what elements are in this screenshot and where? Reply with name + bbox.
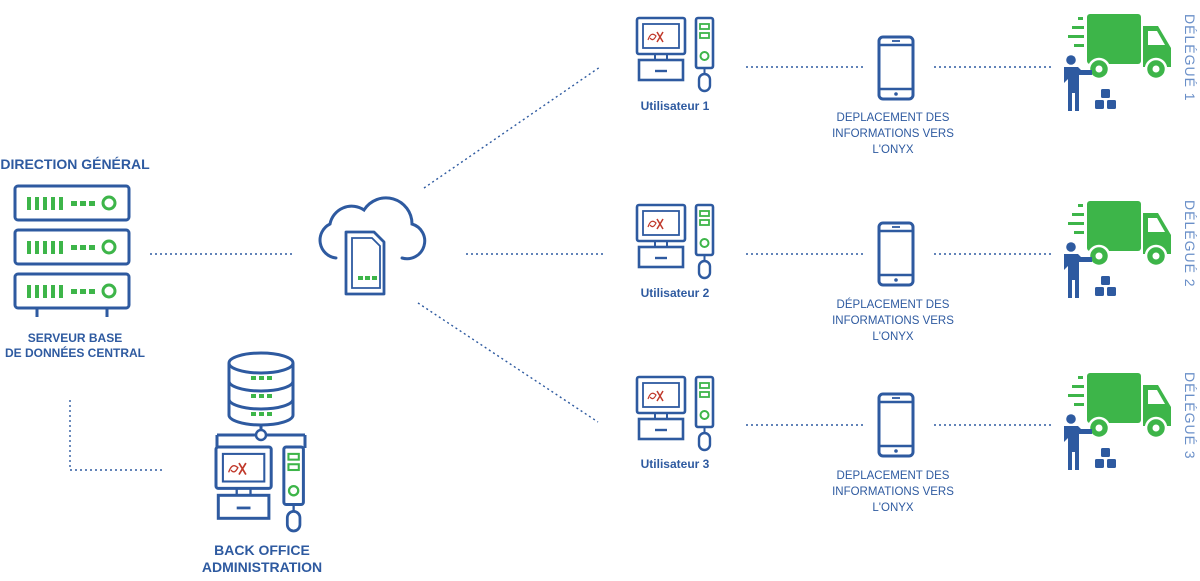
link-cloud-user3 (417, 302, 599, 423)
direction-title: DIRECTION GÉNÉRAL (0, 156, 150, 172)
connection-lines (69, 66, 1052, 471)
link-cloud-user1 (423, 66, 601, 189)
move3-line1: DEPLACEMENT DES (836, 470, 950, 482)
user2-label: Utilisateur 2 (640, 286, 710, 300)
user1-label: Utilisateur 1 (640, 99, 710, 113)
backoffice-label: BACK OFFICE ADMINISTRATION (170, 542, 354, 576)
phone1-icon (877, 35, 915, 101)
backoffice-computer-icon (214, 445, 305, 533)
server-rack-icon (13, 184, 131, 317)
move3-line2: INFORMATIONS VERS (832, 486, 954, 498)
move3-line3: L'ONYX (872, 502, 914, 514)
server-label: SERVEUR BASE DE DONNÉES CENTRAL (0, 331, 150, 361)
move-info-2: DÉPLACEMENT DES INFORMATIONS VERS L'ONYX (818, 297, 968, 345)
delivery-truck3-icon (1062, 371, 1173, 472)
delivery-truck1-icon (1062, 12, 1173, 113)
cloud-document-icon (318, 196, 427, 296)
delegue3-label: DÉLÉGUÉ 3 (1182, 372, 1198, 460)
user2-computer-icon (635, 203, 715, 280)
server-label-line1: SERVEUR BASE (27, 331, 123, 345)
backoffice-label-line2: ADMINISTRATION (201, 559, 323, 575)
backoffice-label-line1: BACK OFFICE (214, 542, 310, 558)
phone3-icon (877, 392, 915, 458)
database-icon (215, 351, 307, 448)
user3-label: Utilisateur 3 (640, 457, 710, 471)
move2-line2: INFORMATIONS VERS (832, 315, 954, 327)
move2-line1: DÉPLACEMENT DES (836, 299, 950, 311)
phone2-icon (877, 221, 915, 287)
user3-computer-icon (635, 375, 715, 452)
link-server-backoffice (69, 400, 164, 471)
move1-line2: INFORMATIONS VERS (832, 128, 954, 140)
move1-line3: L'ONYX (872, 144, 914, 156)
move-info-1: DEPLACEMENT DES INFORMATIONS VERS L'ONYX (818, 110, 968, 158)
server-label-line2: DE DONNÉES CENTRAL (4, 346, 145, 360)
delegue1-label: DÉLÉGUÉ 1 (1182, 14, 1198, 102)
move2-line3: L'ONYX (872, 331, 914, 343)
move-info-3: DEPLACEMENT DES INFORMATIONS VERS L'ONYX (818, 468, 968, 516)
move1-line1: DEPLACEMENT DES (836, 112, 950, 124)
delegue2-label: DÉLÉGUÉ 2 (1182, 200, 1198, 288)
user1-computer-icon (635, 16, 715, 93)
delivery-truck2-icon (1062, 199, 1173, 300)
